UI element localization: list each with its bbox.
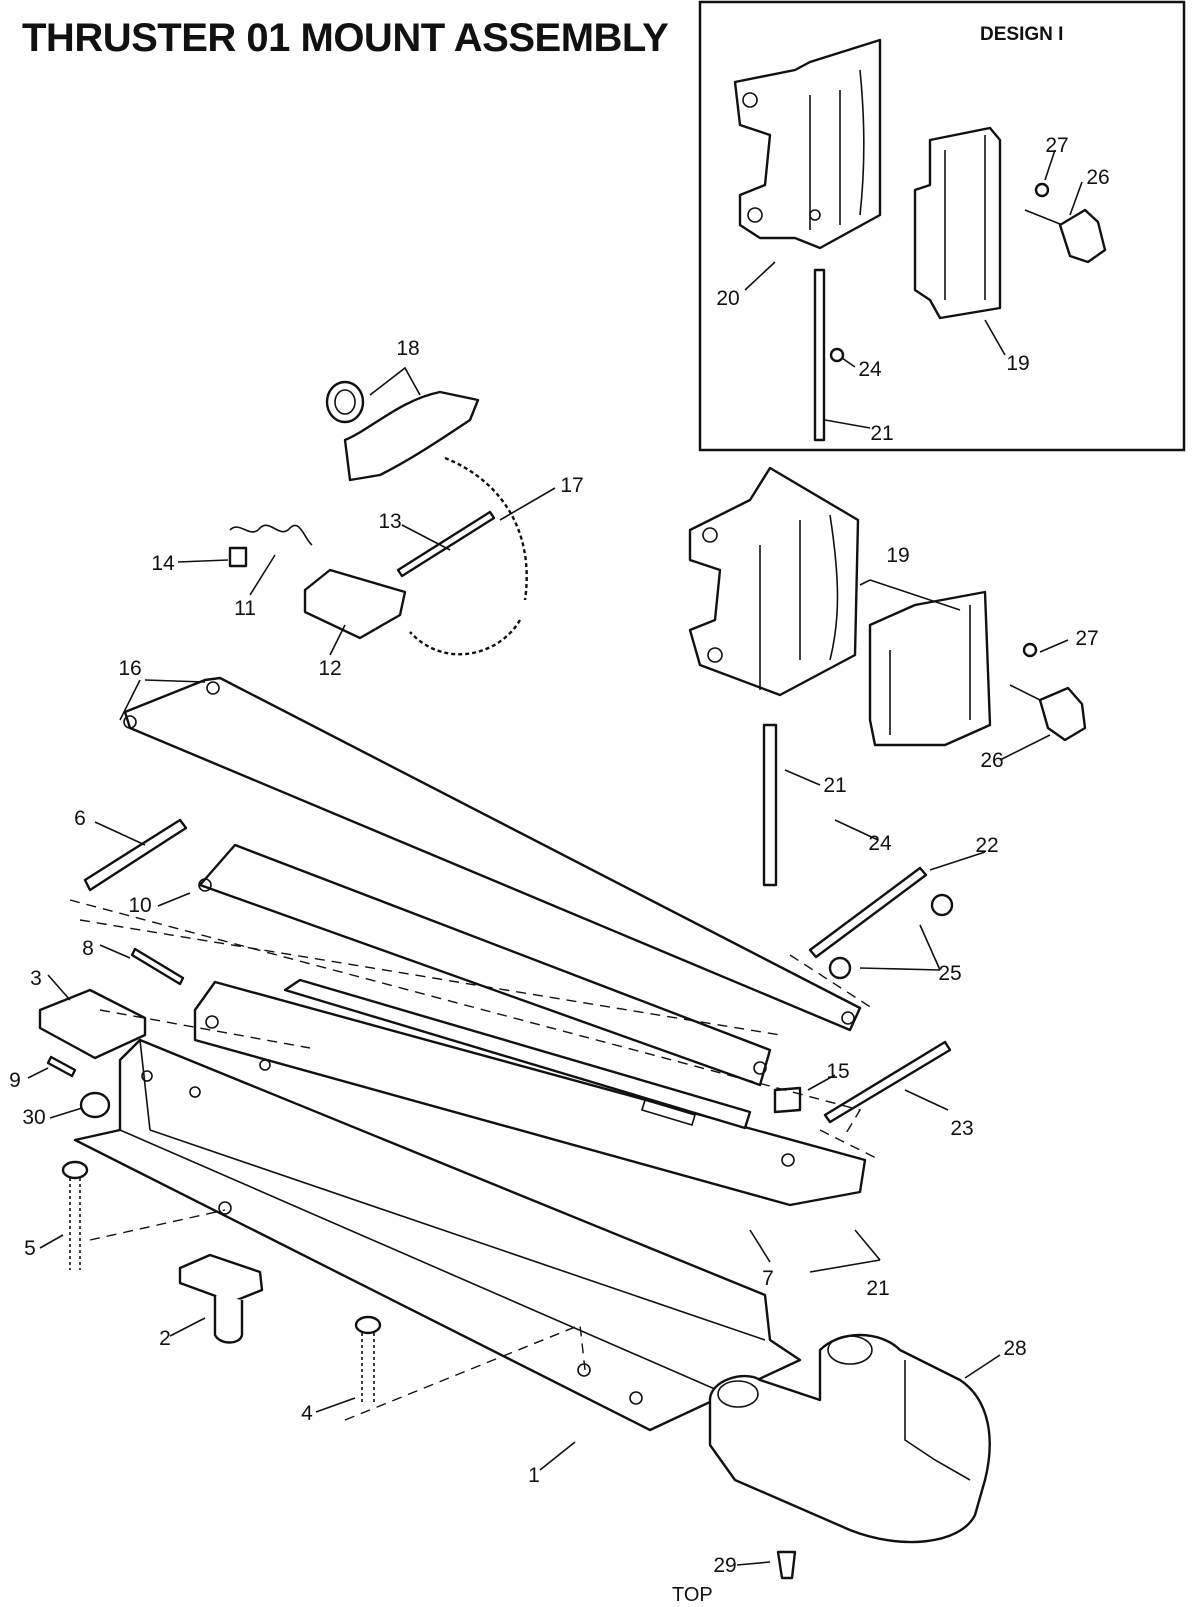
inset-shaft-21 (813, 268, 826, 442)
inset-bracket-20 (733, 38, 882, 250)
retaining-ring-25a (930, 893, 954, 917)
base-bracket-1 (73, 1038, 802, 1432)
alignment-line-a (69, 899, 862, 1136)
callout-6: 6 (74, 807, 86, 830)
cable-17 (409, 456, 528, 656)
callout-2: 2 (159, 1327, 171, 1350)
callout-25: 25 (938, 962, 961, 985)
alignment-line-c (99, 1009, 311, 1049)
screw-4 (354, 1315, 382, 1405)
pin-23 (823, 1040, 952, 1124)
bushing-30 (79, 1091, 111, 1119)
pin-9 (46, 1055, 77, 1078)
clamp-half-19 (868, 590, 992, 747)
knob-26 (1009, 642, 1087, 742)
callout-16: 16 (118, 657, 141, 680)
callout-11: 11 (234, 597, 256, 620)
pin-6 (83, 818, 188, 892)
callout-21: 21 (823, 774, 846, 797)
callout-29: 29 (713, 1554, 736, 1577)
inset-frame (698, 0, 1186, 452)
pin-8 (130, 947, 185, 986)
screw-5 (61, 1160, 89, 1270)
inset-callout-27: 27 (1045, 134, 1068, 157)
callout-1: 1 (528, 1464, 540, 1487)
inset-clamp-19 (913, 126, 1002, 320)
callout-8: 8 (82, 937, 94, 960)
callout-21b: 21 (866, 1277, 889, 1300)
callout-5: 5 (24, 1237, 36, 1260)
callout-13: 13 (378, 510, 401, 533)
alignment-line-d (89, 1209, 226, 1241)
pin-13 (396, 510, 496, 578)
callout-28: 28 (1003, 1337, 1026, 1360)
handle-grip-18 (325, 380, 480, 482)
link-plate-10 (198, 843, 772, 1087)
pin-22 (808, 866, 928, 959)
callout-17: 17 (560, 474, 583, 497)
stud-2 (178, 1253, 264, 1344)
inset-callout-19: 19 (1006, 352, 1029, 375)
pad-3 (38, 988, 147, 1060)
callout-10: 10 (128, 894, 151, 917)
swivel-arm-7 (193, 978, 867, 1207)
inset-callout-20: 20 (716, 287, 739, 310)
link-bar-16 (123, 676, 862, 1032)
spring-11 (229, 524, 313, 546)
inset-callout-21: 21 (870, 422, 893, 445)
inset-design-label: DESIGN I (980, 24, 1064, 45)
callout-18: 18 (396, 337, 419, 360)
callout-9: 9 (9, 1069, 21, 1092)
callout-3: 3 (30, 967, 42, 990)
latch-plate-12 (303, 568, 407, 640)
inset-callout-26: 26 (1086, 166, 1109, 189)
inset-callout-24: 24 (858, 358, 882, 381)
callout-19: 19 (886, 544, 909, 567)
spring-cap-15 (773, 1086, 802, 1114)
alignment-line-g (819, 1129, 881, 1161)
screw-29 (776, 1550, 797, 1580)
bracket-19 (688, 466, 860, 697)
callout-27: 27 (1075, 627, 1098, 650)
callout-14: 14 (151, 552, 175, 575)
callout-15: 15 (826, 1060, 849, 1083)
callout-23: 23 (950, 1117, 973, 1140)
swivel-block-28 (708, 1333, 991, 1544)
callout-22: 22 (975, 834, 998, 857)
callout-7: 7 (762, 1267, 774, 1290)
page-title: THRUSTER 01 MOUNT ASSEMBLY (22, 16, 669, 60)
callout-24: 24 (868, 832, 892, 855)
inset-knob-26 (1024, 182, 1107, 264)
callout-12: 12 (318, 657, 341, 680)
callout-4: 4 (301, 1402, 313, 1425)
callout-26: 26 (980, 749, 1003, 772)
callout-30: 30 (22, 1106, 45, 1129)
retaining-ring-25b (828, 956, 852, 980)
shaft-21 (762, 723, 778, 887)
screw-14 (228, 546, 248, 568)
inset-nut-24 (829, 347, 845, 363)
